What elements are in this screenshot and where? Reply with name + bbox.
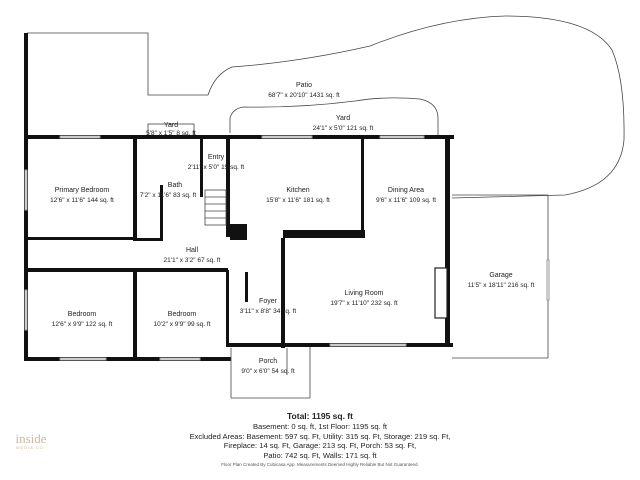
wall-foyer-south <box>226 343 284 347</box>
living-label: Living Room <box>345 290 384 297</box>
wall-kitchen-dining <box>361 137 364 237</box>
credit-note: Floor Plan Created By Cubicasa App. Meas… <box>221 462 419 467</box>
garage-label: Garage <box>489 272 512 279</box>
bed1-label: Bedroom <box>68 311 97 318</box>
window <box>24 169 28 211</box>
logo-sub: MEDIA CO. <box>16 445 46 450</box>
wall-hall-living <box>283 230 365 238</box>
window <box>59 357 107 361</box>
yard-small-dims: 5'8" x 1'5" 8 sq. ft <box>146 130 196 137</box>
yard-small-label: Yard <box>164 122 178 129</box>
bed2-label: Bedroom <box>168 311 197 318</box>
brand-logo: inside MEDIA CO. <box>14 432 48 450</box>
fireplace <box>434 267 448 319</box>
wall-closet <box>245 272 248 302</box>
wall-south-left <box>24 357 231 361</box>
yard-dims: 24'1" x 5'0" 121 sq. ft <box>313 125 374 132</box>
dining-label: Dining Area <box>388 187 424 194</box>
hall-dims: 21'1" x 3'2" 67 sq. ft <box>164 257 221 264</box>
entry-label: Entry <box>208 154 225 161</box>
yard-outline <box>229 97 439 137</box>
foyer-dims: 3'11" x 8'8" 34 sq. ft <box>240 308 297 315</box>
wall-foyer-west <box>226 270 229 345</box>
primary-dims: 12'6" x 11'6" 144 sq. ft <box>50 197 114 204</box>
wall-bath-inner <box>160 185 163 241</box>
window <box>24 289 28 331</box>
summary-line: Basement: 0 sq. ft, 1st Floor: 1195 sq. … <box>252 422 388 431</box>
area-summary: Total: 1195 sq. ft Basement: 0 sq. ft, 1… <box>160 411 480 460</box>
garage-dims: 11'5" x 18'11" 216 sq. ft <box>468 282 535 289</box>
bath-label: Bath <box>168 182 183 189</box>
patio-dims: 68'7" x 20'10" 1431 sq. ft <box>268 92 340 99</box>
kitchen-dims: 15'8" x 11'6" 181 sq. ft <box>266 197 330 204</box>
logo-main: inside <box>15 431 47 446</box>
patio-outline <box>27 15 625 199</box>
living-dims: 19'7" x 11'10" 232 sq. ft <box>330 300 398 307</box>
garage-outline <box>452 194 550 359</box>
wall-foyer-east <box>281 238 285 348</box>
window <box>159 357 201 361</box>
summary-line: Fireplace: 14 sq. Ft, Garage: 213 sq. Ft… <box>223 441 417 451</box>
stairs <box>204 189 227 226</box>
hall-label: Hall <box>186 247 199 254</box>
window <box>261 135 313 139</box>
patio-label: Patio <box>296 82 312 89</box>
bed1-dims: 12'6" x 9'9" 122 sq. ft <box>52 321 113 328</box>
yard-label: Yard <box>336 115 350 122</box>
wall-bath-south <box>137 238 163 241</box>
window <box>379 135 425 139</box>
floor-plan: Patio 68'7" x 20'10" 1431 sq. ft Yard 24… <box>24 15 625 399</box>
wall-primary-south <box>28 237 133 240</box>
wall-north <box>24 135 454 139</box>
porch-outline <box>230 347 311 399</box>
porch-dims: 9'0" x 6'0" 54 sq. ft <box>241 368 295 375</box>
summary-line: Patio: 742 sq. Ft, Walls: 171 sq. ft <box>263 450 377 460</box>
wall-bath-east <box>200 137 203 197</box>
wall-bath-west <box>133 137 137 241</box>
wall-hall-south <box>28 268 228 272</box>
wall-entry-west <box>226 137 230 237</box>
entry-dims: 2'11" x 5'0" 15 sq. ft <box>188 164 245 171</box>
primary-label: Primary Bedroom <box>55 187 110 194</box>
bed2-dims: 10'2" x 9'9" 99 sq. ft <box>154 321 211 328</box>
window <box>329 343 407 347</box>
total-area: Total: 1195 sq. ft <box>287 411 353 421</box>
porch-label: Porch <box>259 358 277 365</box>
summary-line: Excluded Areas: Basement: 597 sq. Ft, Ut… <box>189 431 451 441</box>
wall-bed-divider <box>133 270 137 360</box>
window <box>59 135 101 139</box>
foyer-label: Foyer <box>259 298 278 305</box>
wall-east <box>445 137 450 347</box>
bath-dims: 7'2" x 11'6" 83 sq. ft <box>140 192 197 199</box>
dining-dims: 9'6" x 11'6" 109 sq. ft <box>376 197 436 204</box>
kitchen-label: Kitchen <box>286 187 309 194</box>
wall-fridge <box>230 224 247 240</box>
